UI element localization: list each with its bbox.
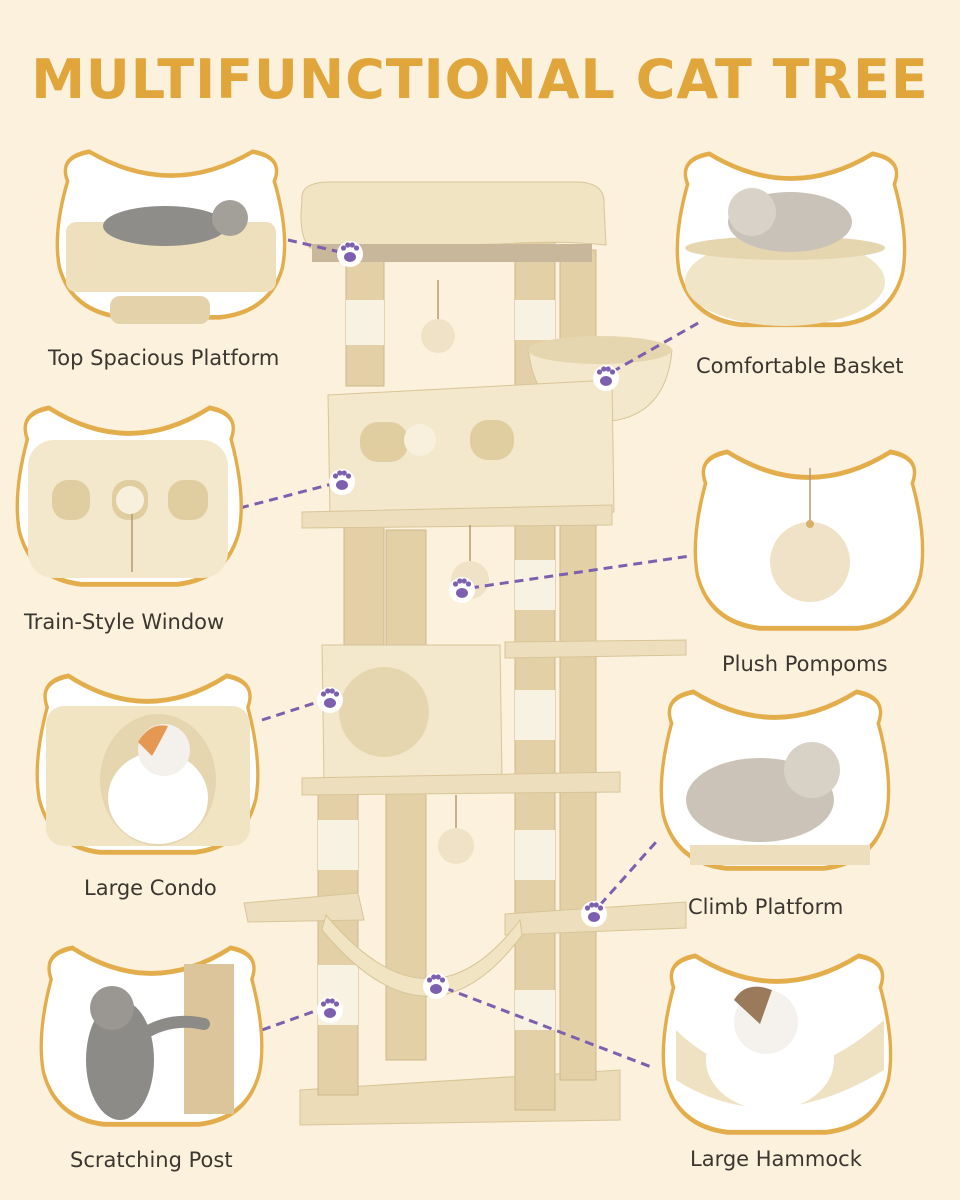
feature-label-hammock: Large Hammock [690,1147,862,1171]
paw-icon [423,973,449,999]
window-detail-image [28,440,228,578]
feature-label-window: Train-Style Window [24,610,225,634]
cat-tree [243,181,687,1126]
feature-connectors [239,238,701,1070]
paw-icon [449,577,475,603]
paw-icon [581,901,607,927]
pompom-detail-image [770,468,850,602]
paw-icon [337,241,363,267]
feature-label-pompoms: Plush Pompoms [722,652,888,676]
top-platform-detail-image [66,200,276,324]
feature-label-top-platform: Top Spacious Platform [48,346,280,370]
feature-label-basket: Comfortable Basket [696,354,904,378]
paw-icon [317,997,343,1023]
feature-label-condo: Large Condo [84,876,217,900]
paw-icon [329,469,355,495]
paw-icon [593,365,619,391]
paw-icon [317,687,343,713]
scratching-post-detail-image [86,964,234,1120]
page-title: MULTIFUNCTIONAL CAT TREE [31,48,929,111]
hammock-detail-image [676,986,884,1110]
feature-label-climb-platform: Climb Platform [688,895,844,919]
feature-label-scratching-post: Scratching Post [70,1148,233,1172]
climb-platform-detail-image [686,742,870,865]
condo-detail-image [46,706,250,846]
basket-detail-image [685,188,885,326]
